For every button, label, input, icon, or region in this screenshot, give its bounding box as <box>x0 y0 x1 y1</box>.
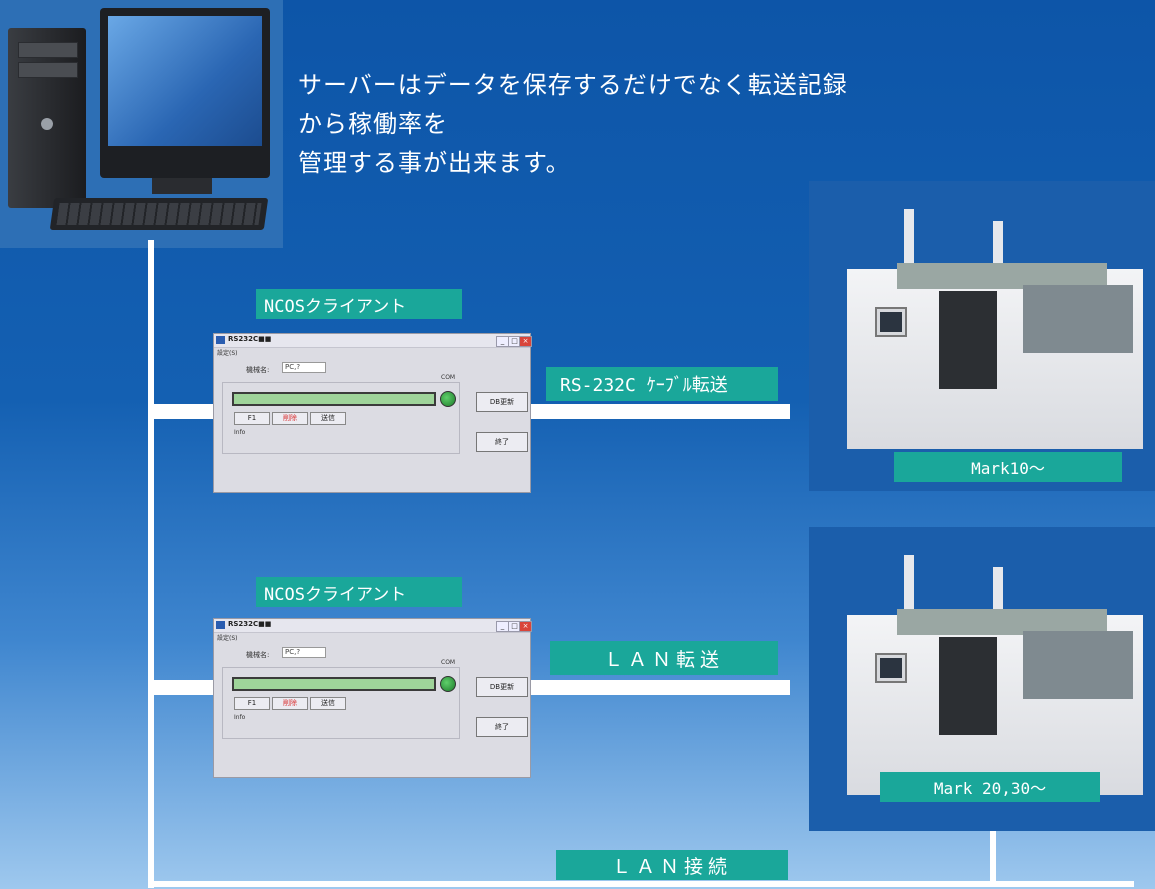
send-button[interactable]: 送信 <box>310 412 346 425</box>
machine-name-field[interactable]: PC,? <box>282 647 326 658</box>
app-icon <box>216 621 225 629</box>
status-led-icon <box>440 391 456 407</box>
machine-image-top <box>809 181 1155 491</box>
description-line-2: 管理する事が出来ます。 <box>298 149 571 177</box>
client-window-top: RS232C■■ _ □ × 設定(S) 機械名: PC,? COM F1 削除… <box>213 333 532 493</box>
network-bottom-line <box>148 881 1134 887</box>
window-title: RS232C■■ <box>228 335 272 343</box>
app-icon <box>216 336 225 344</box>
machine-name-label: 機械名: <box>246 366 270 374</box>
machine-monitor-icon <box>875 653 907 683</box>
server-pc-image <box>0 0 283 248</box>
lan-transfer-label: ＬＡＮ転送 <box>550 641 778 675</box>
client-window-bottom: RS232C■■ _ □ × 設定(S) 機械名: PC,? COM F1 削除… <box>213 618 532 778</box>
machine-name-field[interactable]: PC,? <box>282 362 326 373</box>
info-label: Info <box>234 429 246 436</box>
menu-settings[interactable]: 設定(S) <box>217 350 238 357</box>
client-label-bottom: NCOSクライアント <box>256 577 462 607</box>
status-led-icon <box>440 676 456 692</box>
machine-name-label: 機械名: <box>246 651 270 659</box>
client-label-top: NCOSクライアント <box>256 289 462 319</box>
machine-label-bottom: Mark 20,30～ <box>880 772 1100 802</box>
window-title: RS232C■■ <box>228 620 272 628</box>
progress-bar <box>232 392 436 406</box>
menu-settings[interactable]: 設定(S) <box>217 635 238 642</box>
machine-label-top: Mark10～ <box>894 452 1122 482</box>
info-label: Info <box>234 714 246 721</box>
description-line-1: サーバーはデータを保存するだけでなく転送記録から稼働率を <box>298 71 848 138</box>
delete-button[interactable]: 削除 <box>272 697 308 710</box>
description-text: サーバーはデータを保存するだけでなく転送記録から稼働率を 管理する事が出来ます。 <box>298 66 858 183</box>
db-update-button[interactable]: DB更新 <box>476 677 528 697</box>
pc-monitor <box>100 8 270 178</box>
port-label: COM <box>441 659 456 666</box>
status-group <box>222 382 460 454</box>
db-update-button[interactable]: DB更新 <box>476 392 528 412</box>
lan-connect-label: ＬＡＮ接続 <box>556 850 788 880</box>
machine-monitor-icon <box>875 307 907 337</box>
network-machine-drop <box>990 800 996 884</box>
status-group <box>222 667 460 739</box>
close-icon[interactable]: × <box>519 336 532 347</box>
network-trunk-line <box>148 240 154 888</box>
progress-bar <box>232 677 436 691</box>
window-titlebar: RS232C■■ _ □ × <box>214 619 532 633</box>
window-titlebar: RS232C■■ _ □ × <box>214 334 532 348</box>
pc-keyboard <box>49 198 269 230</box>
rs232c-label: RS-232C ｹｰﾌﾞﾙ転送 <box>546 367 778 401</box>
pc-tower <box>8 28 86 208</box>
delete-button[interactable]: 削除 <box>272 412 308 425</box>
close-icon[interactable]: × <box>519 621 532 632</box>
f1-button[interactable]: F1 <box>234 697 270 710</box>
f1-button[interactable]: F1 <box>234 412 270 425</box>
exit-button[interactable]: 終了 <box>476 432 528 452</box>
exit-button[interactable]: 終了 <box>476 717 528 737</box>
port-label: COM <box>441 374 456 381</box>
send-button[interactable]: 送信 <box>310 697 346 710</box>
